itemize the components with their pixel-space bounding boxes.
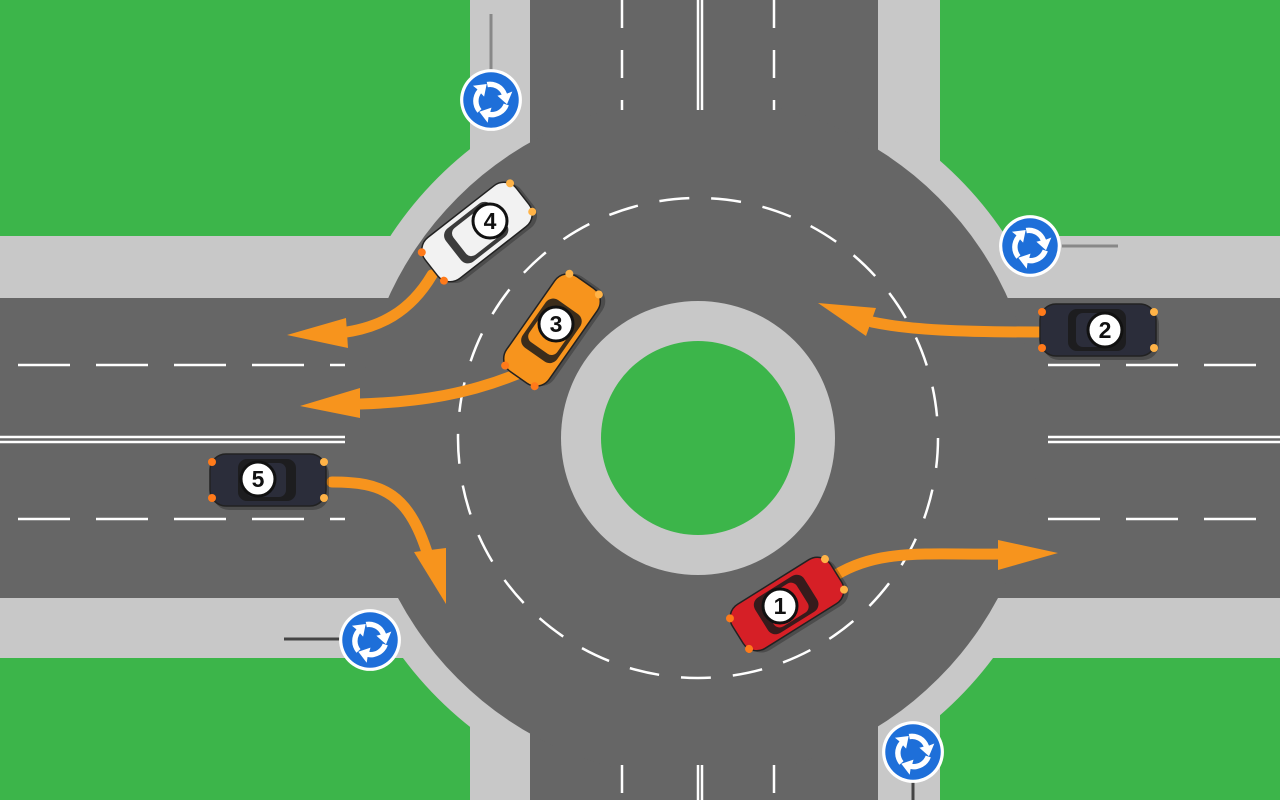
roundabout-sign-bottom xyxy=(882,721,944,800)
path-arrow-car-2 xyxy=(866,316,1044,338)
car-number-label: 3 xyxy=(550,311,563,337)
path-arrow-car-3 xyxy=(354,366,528,410)
car-1: 1 xyxy=(725,555,849,653)
roundabout-sign-top-left xyxy=(460,14,522,131)
arrow-head-car-3 xyxy=(300,388,360,418)
car-number-badge: 2 xyxy=(1086,311,1124,349)
car-number-badge: 5 xyxy=(239,460,277,498)
path-arrow-car-5 xyxy=(326,476,436,568)
path-arrows xyxy=(326,269,1044,581)
car-number-label: 4 xyxy=(484,208,497,234)
arrow-head-car-1 xyxy=(998,540,1058,570)
roundabout-icon xyxy=(339,609,401,671)
roundabout-icon xyxy=(999,215,1061,277)
arrow-head-car-5 xyxy=(414,548,446,604)
car-number-label: 1 xyxy=(774,593,787,619)
car-4: 4 xyxy=(417,179,538,285)
arrow-head-car-4 xyxy=(287,318,348,348)
roundabout-icon xyxy=(882,721,944,783)
roundabout-icon xyxy=(460,69,522,131)
car-number-badge: 4 xyxy=(471,202,509,240)
roundabout-sign-left xyxy=(284,609,401,671)
car-number-label: 5 xyxy=(252,466,265,492)
car-number-badge: 1 xyxy=(761,587,799,625)
car-2: 2 xyxy=(1038,303,1159,360)
central-island-grass xyxy=(601,341,795,535)
arrow-head-car-2 xyxy=(818,303,876,336)
path-arrow-car-4 xyxy=(334,269,438,339)
cars: 1 2 3 4 5 xyxy=(208,179,1159,653)
path-arrow-car-1 xyxy=(830,548,1006,581)
car-number-label: 2 xyxy=(1099,317,1112,343)
car-number-badge: 3 xyxy=(537,305,575,343)
roundabout-sign-right xyxy=(999,215,1118,277)
signs xyxy=(284,14,1118,800)
car-5: 5 xyxy=(208,453,329,510)
car-3: 3 xyxy=(501,269,606,391)
arrow-heads xyxy=(287,303,1058,604)
